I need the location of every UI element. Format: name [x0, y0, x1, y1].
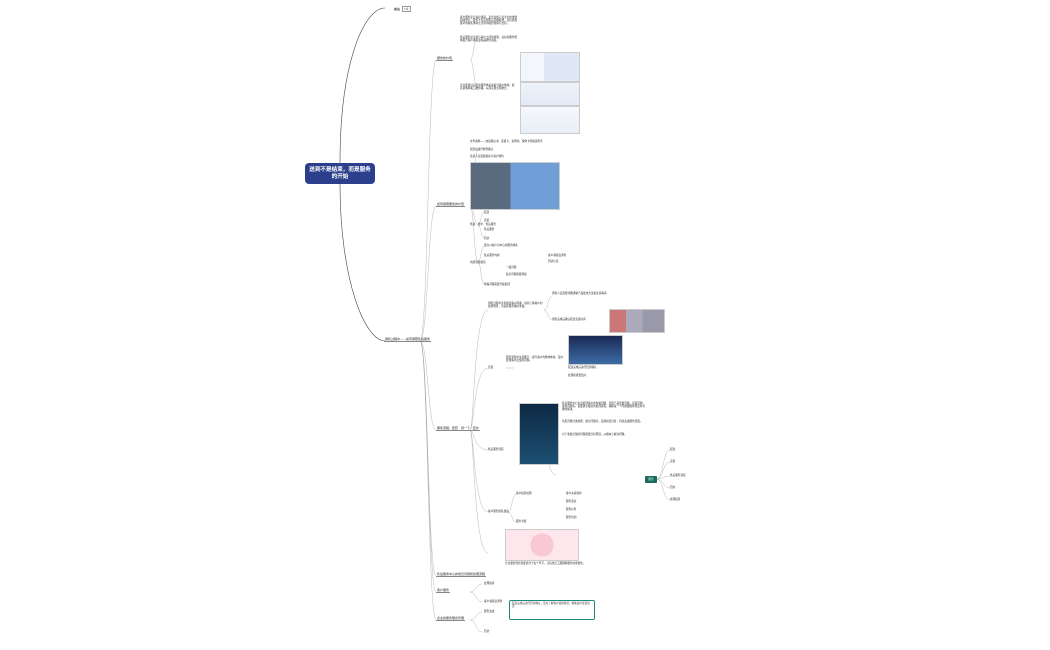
leaf-installation[interactable]: 安装 — [488, 366, 494, 369]
photo-thumbnail[interactable] — [568, 335, 623, 365]
branch-process[interactable]: 服务流程：配套 · 测一下 · 回访 — [436, 426, 480, 432]
leaf-general-issue[interactable]: 一般问题 — [506, 266, 517, 269]
side-cluster-tag[interactable]: 服务 — [645, 476, 657, 483]
branch-main[interactable]: 销售过程中——如何保障售后服务 — [384, 337, 432, 343]
leaf-intro-2[interactable]: 售后服务是企业与客户之间的桥梁，良好的服务能够提升客户满意度和品牌忠诚度。 — [460, 36, 518, 43]
leaf-service-stages[interactable]: 售前、售中、售后服务 — [470, 223, 496, 226]
leaf-faq-repeat[interactable]: 对于重复出现的问题需要分析原因，从根本上解决问题。 — [562, 433, 627, 436]
leaf-cs-1[interactable]: 处理投诉 — [484, 582, 495, 585]
leaf-sales-confirm[interactable]: 销售完成后确认配送安装时间 — [552, 318, 586, 321]
leaf-complaint-fast[interactable]: 处理投诉要及时 — [568, 374, 587, 377]
leaf-faq-desc[interactable]: 售后服务中心负责处理客户的各类问题，包括产品质量问题、安装问题、使用问题等，需要… — [562, 402, 645, 412]
connector-root-main — [339, 183, 386, 342]
leaf-customer-centric[interactable]: 建立以客户为中心的服务体系 — [484, 244, 518, 247]
photo-thumbnail[interactable] — [609, 309, 665, 333]
leaf-team[interactable]: 客户服务团队建设 — [488, 510, 509, 513]
leaf-special-issue[interactable]: 特殊问题需要升级处理 — [484, 283, 510, 286]
photo-thumbnail[interactable] — [519, 403, 559, 465]
note-count-badge: 5条 — [402, 6, 411, 12]
callout-box[interactable]: 配送完成后进行回访确认，及时了解客户使用情况，收集客户反馈意见 — [509, 600, 595, 620]
screenshot-thumbnail[interactable] — [520, 82, 580, 106]
root-node[interactable]: 送到不是结束，而是服务的开始 — [305, 163, 375, 184]
leaf-docs[interactable]: 文件资料——交接确认书、质量卡、说明书、保修卡等随货附带 — [470, 140, 543, 143]
leaf-intro-3[interactable]: 企业要通过完善的服务体系来提升客户体验，提高复购率和口碑传播，从而实现长期增长。 — [460, 84, 515, 91]
branch-philosophy[interactable]: 企业的服务理念管理 — [436, 616, 466, 622]
side-leaf-aftersales[interactable]: 售后服务流程 — [670, 474, 686, 477]
leaf-philosophy-desc[interactable]: 企业服务理念需要贯穿于每个环节，让每位员工都理解服务的重要性。 — [505, 562, 586, 565]
leaf-faq-center[interactable]: 售后服务流程 — [488, 448, 504, 451]
leaf-awareness[interactable]: 服务意识 — [566, 500, 577, 503]
leaf-cs-4[interactable]: 回访 — [484, 630, 490, 633]
root-title: 送到不是结束，而是服务的开始 — [309, 166, 371, 180]
side-leaf-revisit[interactable]: 回访 — [670, 486, 676, 489]
side-leaf-delivery[interactable]: 配送 — [670, 448, 676, 451]
leaf-aftersales[interactable]: 售后服务 — [484, 228, 495, 231]
branch-faq[interactable]: 售后服务中心的常见问题和处理流程 — [436, 572, 487, 578]
leaf-delivery-revisit[interactable]: 配送完成后进行回访确认 — [568, 366, 597, 369]
leaf-delivery[interactable]: 配送 — [484, 211, 490, 214]
leaf-training[interactable]: 服务培训 — [566, 516, 577, 519]
leaf-satisfaction[interactable]: 客户满意度调查 — [548, 254, 567, 257]
branch-guarantee[interactable]: 如何保障服务的价值 — [436, 202, 466, 208]
leaf-assessment[interactable]: 服务考核 — [516, 520, 527, 523]
diagram-thumbnail[interactable] — [505, 529, 579, 561]
leaf-content[interactable]: 售后服务内容 — [484, 254, 500, 257]
leaf-faq-class[interactable]: 常见问题分类处理，建立问题库，定期总结分析，持续改进服务质量。 — [562, 420, 643, 423]
leaf-appointment[interactable]: 送货人员需要提前与客户预约 — [470, 155, 504, 158]
branch-customer-service[interactable]: 客户服务 — [436, 588, 451, 594]
top-note-label: 前言 — [394, 7, 401, 11]
leaf-cs-3[interactable]: 服务改进 — [484, 610, 495, 613]
leaf-sales-observe[interactable]: 销售过程中注意观察客户需求，提前了解客户的使用场景，为后续服务做好准备。 — [488, 302, 543, 309]
leaf-complaint[interactable]: 客户投诉处理 — [516, 492, 532, 495]
screenshot-thumbnail[interactable] — [520, 52, 580, 82]
leaf-complex-issue[interactable]: 复杂问题需要转接 — [506, 273, 527, 276]
side-leaf-complaint[interactable]: 处理投诉 — [670, 498, 681, 501]
branch-service-value[interactable]: 服务的价值 — [436, 56, 454, 62]
connector-root-top — [339, 7, 386, 164]
leaf-sales-explain[interactable]: 销售人员需要详细讲解产品使用方法和注意事项 — [552, 292, 607, 295]
leaf-internal-process[interactable]: 内部流程规范 — [470, 261, 486, 264]
leaf-precheck[interactable]: 配送前进行检查确认 — [470, 148, 494, 151]
leaf-cs-2[interactable]: 客户满意度调查 — [484, 600, 503, 603]
leaf-standard[interactable]: 服务标准 — [566, 508, 577, 511]
leaf-relationship[interactable]: 客户关系维护 — [566, 492, 582, 495]
leaf-install[interactable]: 安装 — [484, 219, 490, 222]
leaf-process-detail[interactable]: 服务流程中注意细节，提升客户的整体体验，及时处理客户反馈的问题。 — [506, 356, 564, 363]
side-leaf-install[interactable]: 安装 — [670, 460, 676, 463]
photo-thumbnail[interactable] — [470, 162, 560, 210]
leaf-revisit-record[interactable]: 回访记录 — [548, 260, 559, 263]
leaf-intro-1[interactable]: 客户服务是让客户满意，是企业核心竞争力的重要组成部分。服务不仅包括售后问题处理，… — [460, 16, 518, 26]
leaf-revisit[interactable]: 回访 — [484, 237, 490, 240]
screenshot-thumbnail[interactable] — [520, 106, 580, 134]
